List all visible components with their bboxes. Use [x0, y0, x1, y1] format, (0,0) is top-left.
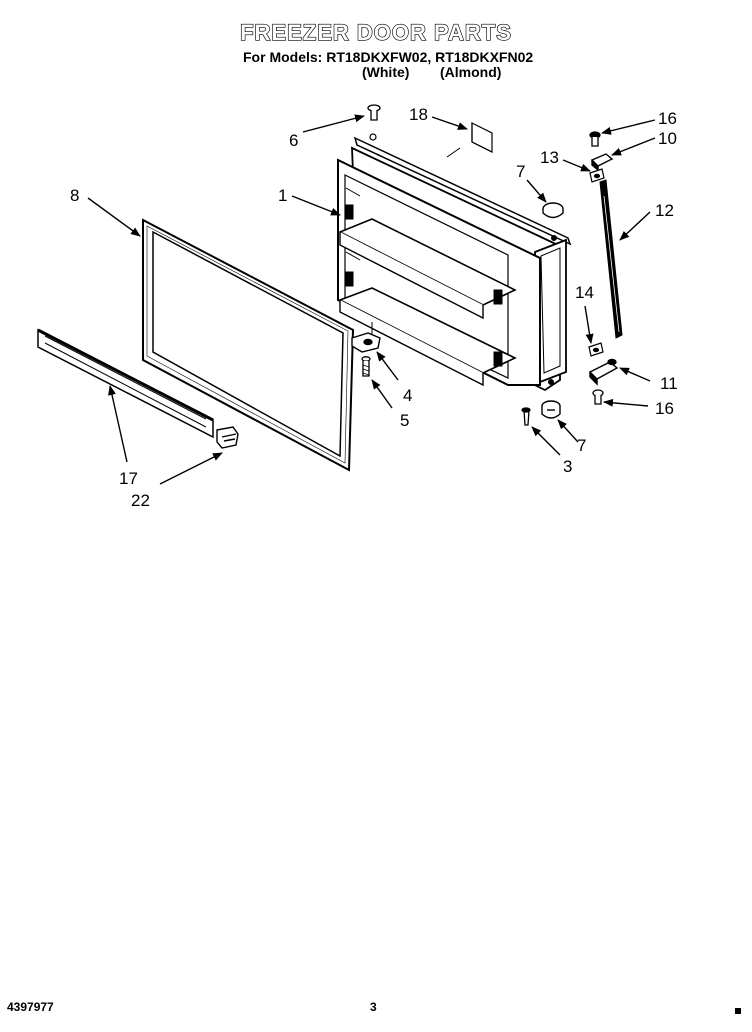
- models-line: For Models: RT18DKXFW02, RT18DKXFN02: [243, 49, 534, 65]
- leader-arrows: [87, 114, 656, 485]
- document-number: 4397977: [7, 1000, 54, 1014]
- callout-12: 12: [655, 201, 674, 220]
- hinge-cover-part: [599, 179, 623, 339]
- bottom-hinge-part: [588, 358, 619, 386]
- callout-8: 8: [70, 186, 79, 205]
- door-stop-part: [351, 322, 381, 353]
- page-title: FREEZER DOOR PARTS: [239, 19, 512, 45]
- callout-11: 11: [660, 374, 678, 393]
- callout-16-bottom: 16: [655, 399, 674, 418]
- callout-16-top: 16: [658, 109, 677, 128]
- freezer-door-liner-part: [337, 133, 572, 392]
- variant-almond: (Almond): [440, 64, 502, 80]
- screw-bottom-part: [521, 407, 531, 426]
- door-trim-part: [37, 328, 214, 439]
- hinge-spacer-top-part: [589, 168, 605, 183]
- door-gasket-part: [142, 218, 355, 472]
- callout-10: 10: [658, 129, 677, 148]
- label-part: [446, 122, 493, 158]
- callout-5: 5: [400, 411, 409, 430]
- top-hinge-part: [590, 153, 614, 172]
- callout-1: 1: [278, 186, 287, 205]
- page-number: 3: [370, 1000, 377, 1014]
- callout-7-bottom: 7: [577, 436, 586, 455]
- callout-3: 3: [563, 457, 572, 476]
- variant-white: (White): [362, 64, 410, 80]
- hinge-spacer-bottom-part: [588, 342, 604, 357]
- callout-6: 6: [289, 131, 298, 150]
- callout-7-top: 7: [516, 162, 525, 181]
- hinge-screw-bottom-part: [592, 389, 604, 405]
- hinge-screw-top-part: [589, 131, 601, 147]
- screw-top-part: [367, 104, 381, 121]
- callout-17: 17: [119, 469, 138, 488]
- callout-22: 22: [131, 491, 150, 510]
- callout-18: 18: [409, 105, 428, 124]
- screw-stop-part: [361, 356, 371, 377]
- callout-14: 14: [575, 283, 594, 302]
- callout-labels: 6 18 1 8 7 13 16 10 12 14 11 16 7 3 4 5 …: [70, 105, 678, 510]
- corner-mark: [735, 1008, 741, 1014]
- plug-top-part: [542, 202, 564, 219]
- callout-4: 4: [403, 386, 412, 405]
- callout-13: 13: [540, 148, 559, 167]
- bushing-bottom-part: [541, 400, 561, 419]
- trim-end-cap-part: [216, 426, 239, 449]
